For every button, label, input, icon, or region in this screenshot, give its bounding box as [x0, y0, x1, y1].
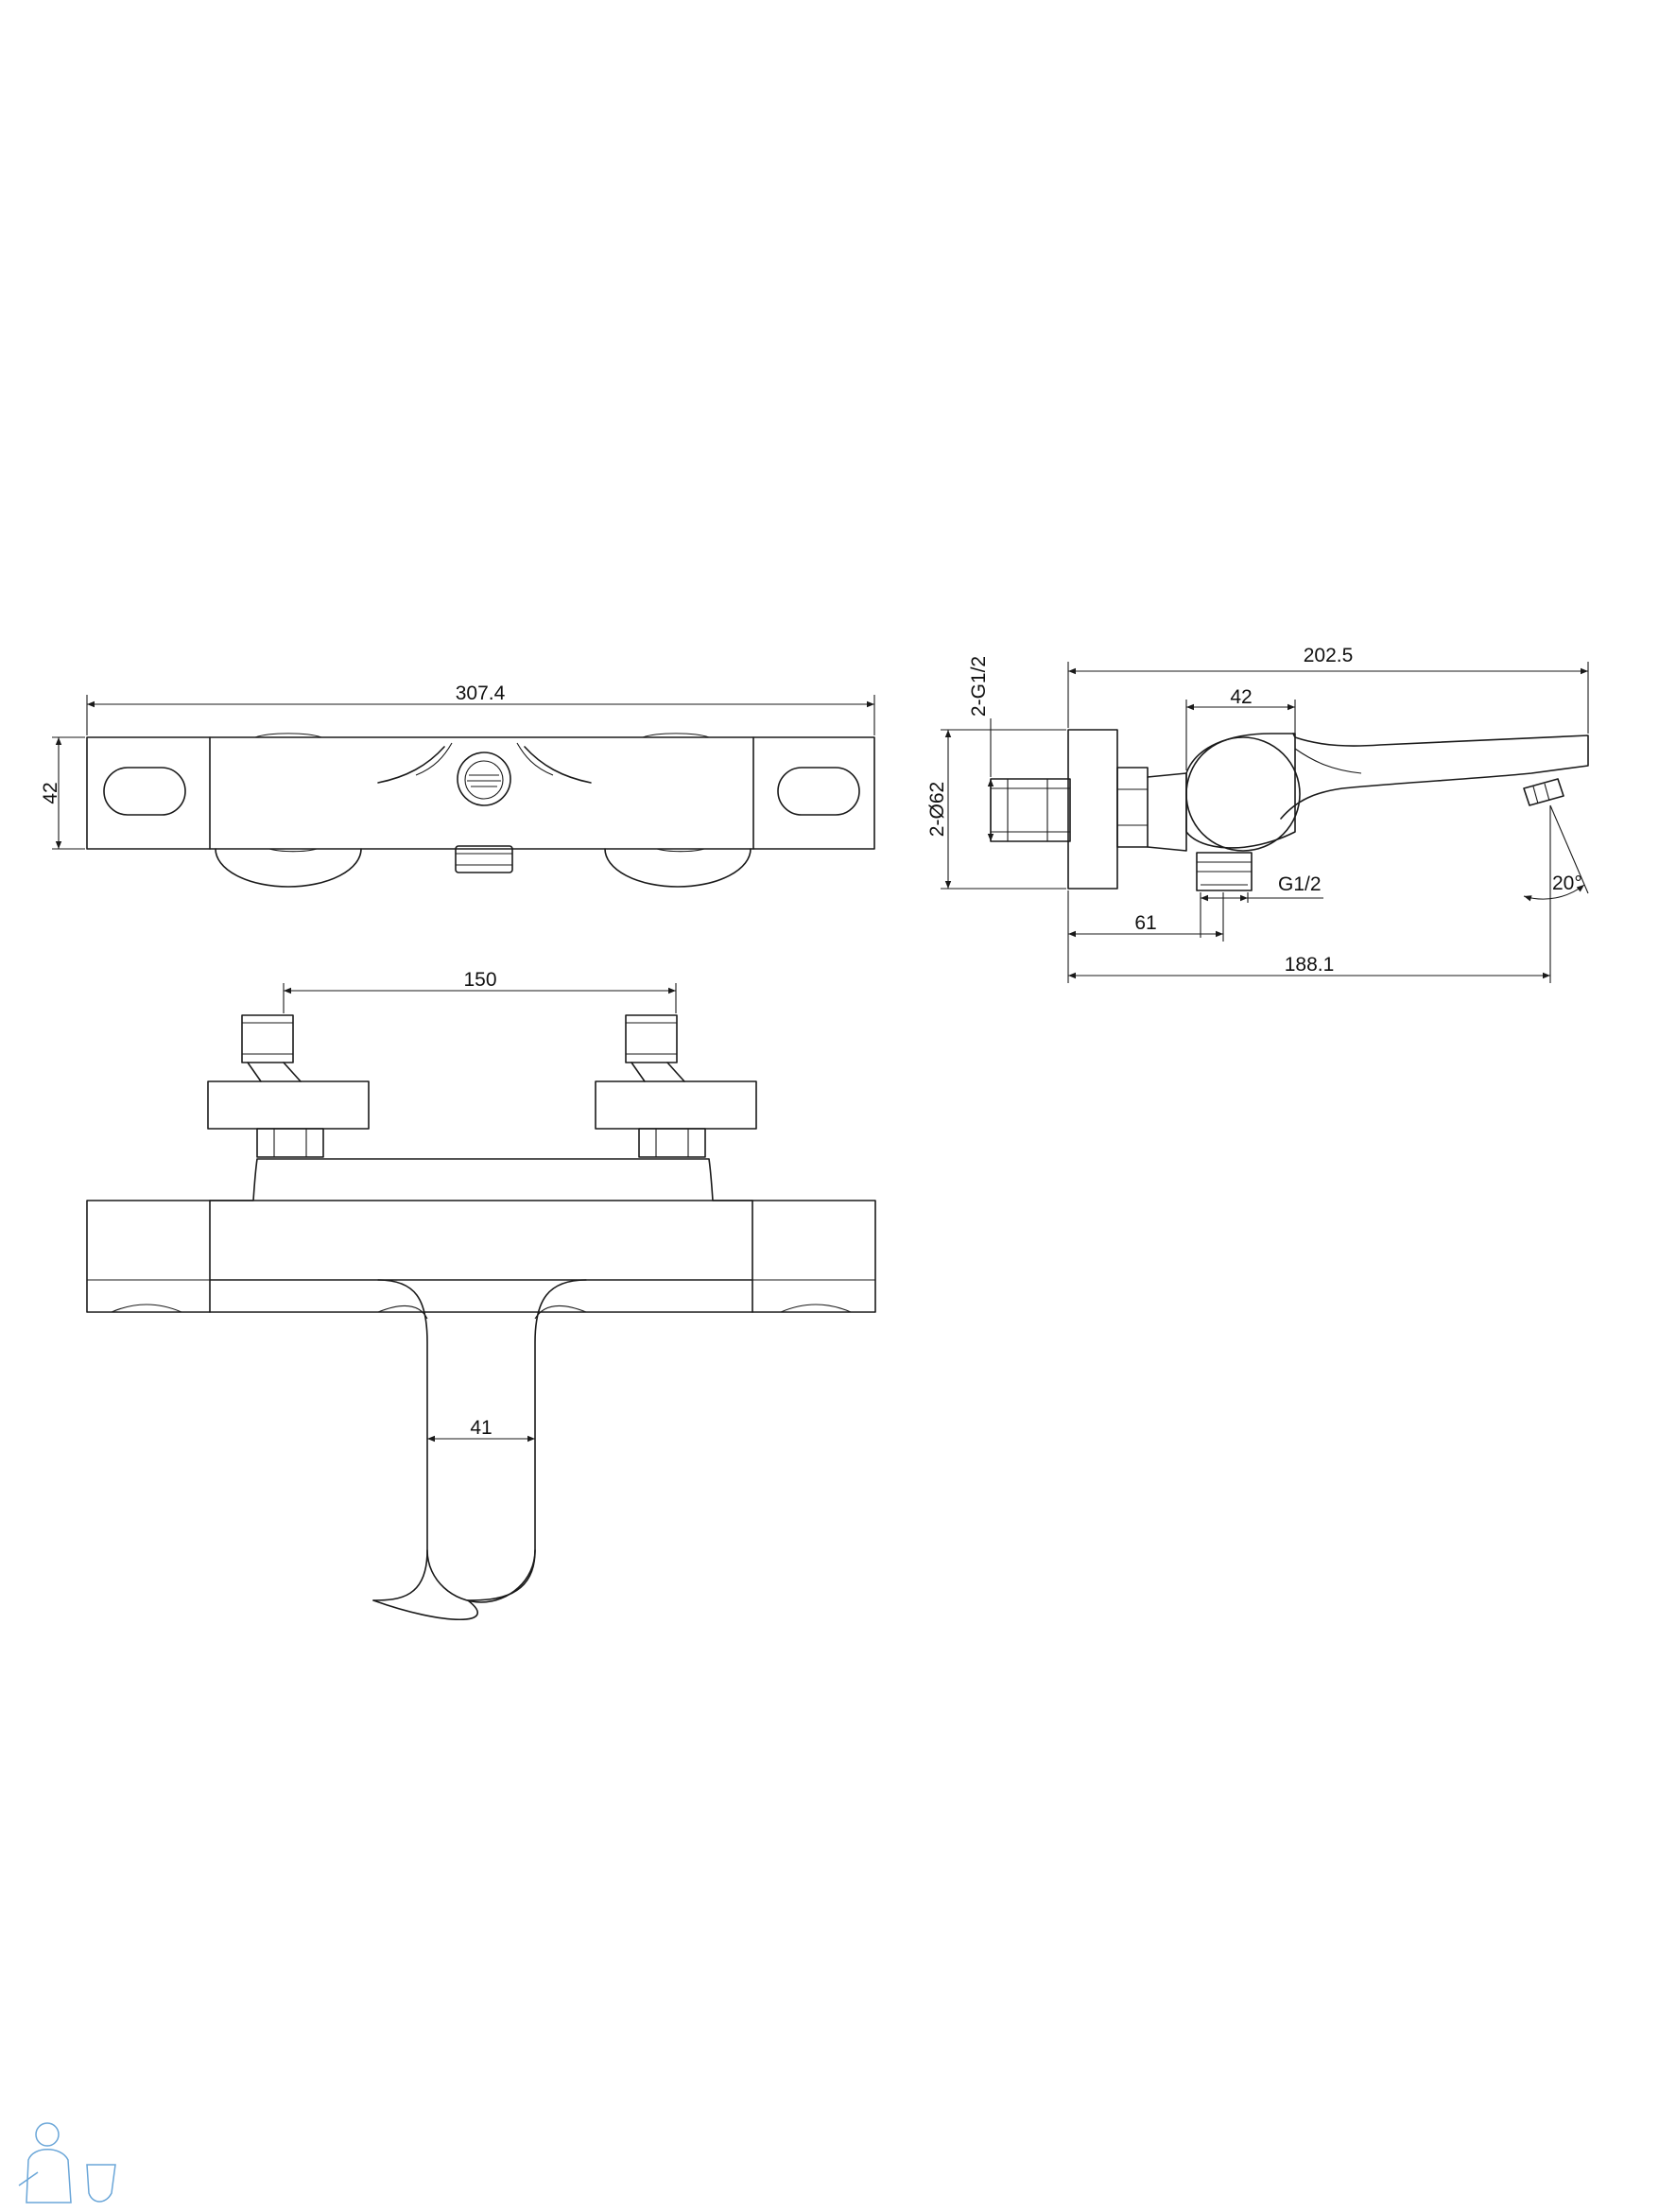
dim-42-side: 42 [1230, 686, 1252, 708]
dim-41: 41 [470, 1417, 492, 1439]
top-aerator [457, 752, 511, 806]
side-handle-circle [1185, 736, 1301, 852]
dim-42-top: 42 [40, 782, 61, 804]
plumber-logo-icon [18, 2122, 116, 2203]
top-slot-right [777, 767, 860, 816]
top-flange-right [604, 848, 752, 888]
dim-61: 61 [1134, 912, 1156, 934]
front-flange-right [595, 1080, 757, 1130]
front-end-left [86, 1200, 211, 1313]
dim-g1-2: G1/2 [1278, 873, 1322, 895]
top-view: 307.4 42 [40, 683, 875, 888]
front-body [209, 1158, 753, 1201]
side-handle [1185, 733, 1296, 849]
dim-150: 150 [463, 969, 496, 991]
front-flange-left [207, 1080, 370, 1130]
dim-307-4: 307.4 [456, 683, 506, 704]
dim-20-deg: 20° [1552, 873, 1582, 894]
side-view: 202.5 42 2-G1/2 2-Ø62 G1/2 61 188.1 20° [926, 645, 1589, 983]
front-end-right [752, 1200, 876, 1313]
top-outlet-nut [455, 845, 513, 873]
front-spout [372, 1279, 428, 1601]
side-flange [1067, 729, 1118, 890]
dim-2-g1-2: 2-G1/2 [968, 656, 990, 717]
front-inlet-right [625, 1014, 678, 1063]
top-flange-left [215, 848, 362, 888]
top-body [86, 736, 875, 850]
top-slot-left [103, 767, 186, 816]
dim-188-1: 188.1 [1285, 954, 1335, 976]
front-inlet-left [241, 1014, 294, 1063]
side-spout [1280, 733, 1589, 820]
side-hex-nut [1116, 767, 1149, 848]
side-aerator [1523, 778, 1564, 806]
front-view: 150 41 [86, 969, 876, 1621]
dim-202-5: 202.5 [1304, 645, 1354, 666]
dim-2-d62: 2-Ø62 [926, 782, 948, 837]
